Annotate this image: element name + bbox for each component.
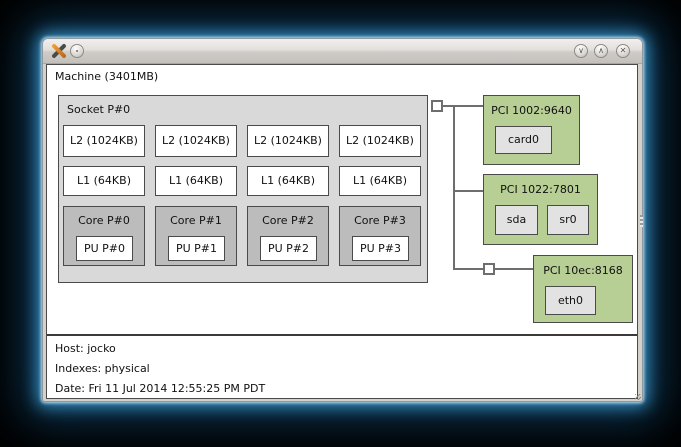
pu-box: PU P#3	[352, 236, 409, 261]
l1-cache-box: L1 (64KB)	[155, 166, 237, 196]
shade-button[interactable]: ∨	[574, 44, 588, 58]
device-box-eth0: eth0	[545, 286, 596, 315]
core-label: Core P#0	[78, 214, 130, 227]
chevron-down-icon: ∨	[578, 46, 584, 55]
window-menu-dot-icon	[76, 50, 78, 52]
core-box: Core P#1 PU P#1	[155, 206, 237, 266]
l2-cache-box: L2 (1024KB)	[63, 125, 145, 157]
l2-cache-box: L2 (1024KB)	[155, 125, 237, 157]
pci-connector-line	[495, 268, 533, 270]
close-icon: ✕	[619, 46, 627, 55]
pci-box-10ec-8168: PCI 10ec:8168 eth0	[533, 255, 633, 323]
socket-label: Socket P#0	[67, 103, 131, 116]
right-edge-grip[interactable]	[640, 215, 643, 227]
core-box: Core P#2 PU P#2	[247, 206, 329, 266]
core-label: Core P#1	[170, 214, 222, 227]
pu-box: PU P#0	[76, 236, 133, 261]
topology-canvas: Machine (3401MB) Socket P#0 L2 (1024KB) …	[46, 64, 638, 399]
core-box: Core P#0 PU P#0	[63, 206, 145, 266]
legend-indexes: Indexes: physical	[55, 362, 150, 375]
device-box-card0: card0	[495, 126, 552, 154]
maximize-button[interactable]: ∧	[594, 44, 608, 58]
machine-label: Machine (3401MB)	[55, 70, 159, 83]
legend-separator	[47, 334, 637, 336]
core-label: Core P#3	[354, 214, 406, 227]
pci-label: PCI 1022:7801	[500, 183, 581, 196]
pci-connector-line	[454, 268, 484, 270]
pci-box-1002-9640: PCI 1002:9640 card0	[483, 95, 580, 165]
close-button[interactable]: ✕	[616, 44, 630, 58]
lstopo-window: ∨ ∧ ✕ Machine (3401MB) Socket P#0 L2 (10…	[42, 38, 643, 402]
l2-cache-box: L2 (1024KB)	[339, 125, 421, 157]
pci-label: PCI 10ec:8168	[543, 264, 623, 277]
socket-box: Socket P#0 L2 (1024KB) L2 (1024KB) L2 (1…	[58, 95, 428, 283]
app-icon	[49, 42, 67, 60]
device-box-sr0: sr0	[547, 205, 589, 235]
pu-box: PU P#2	[260, 236, 317, 261]
legend-date: Date: Fri 11 Jul 2014 12:55:25 PM PDT	[55, 382, 266, 395]
pci-box-1022-7801: PCI 1022:7801 sda sr0	[483, 174, 598, 245]
titlebar[interactable]: ∨ ∧ ✕	[43, 39, 642, 64]
pci-bridge-square	[483, 263, 495, 275]
pci-connector-line	[443, 105, 484, 107]
l1-cache-box: L1 (64KB)	[63, 166, 145, 196]
l2-cache-box: L2 (1024KB)	[247, 125, 329, 157]
pci-connector-line	[454, 190, 484, 192]
pci-bridge-square	[431, 100, 443, 112]
legend-host: Host: jocko	[55, 342, 116, 355]
l1-cache-box: L1 (64KB)	[339, 166, 421, 196]
window-menu-button[interactable]	[70, 44, 84, 58]
resize-grip[interactable]	[635, 394, 641, 400]
pci-connector-line	[453, 105, 455, 270]
pu-box: PU P#1	[168, 236, 225, 261]
device-box-sda: sda	[495, 205, 538, 235]
pci-label: PCI 1002:9640	[491, 104, 572, 117]
core-label: Core P#2	[262, 214, 314, 227]
chevron-up-icon: ∧	[598, 46, 604, 55]
core-box: Core P#3 PU P#3	[339, 206, 421, 266]
l1-cache-box: L1 (64KB)	[247, 166, 329, 196]
